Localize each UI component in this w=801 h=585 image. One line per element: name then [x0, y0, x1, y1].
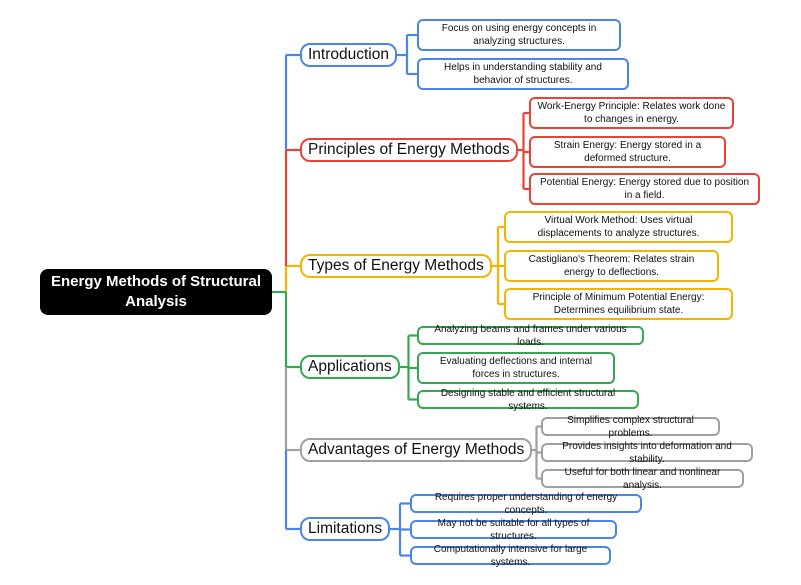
leaf-node[interactable]: Requires proper understanding of energy …	[410, 492, 642, 516]
leaf-node[interactable]: Evaluating deflections and internal forc…	[417, 352, 615, 384]
root-node[interactable]: Energy Methods of Structural Analysis	[40, 269, 272, 315]
leaf-node[interactable]: Designing stable and efficient structura…	[417, 388, 639, 412]
branch-introduction[interactable]: Introduction	[300, 43, 397, 67]
branch-limitations[interactable]: Limitations	[300, 517, 391, 541]
root-label: Energy Methods of Structural Analysis	[50, 273, 262, 310]
branch-applications[interactable]: Applications	[300, 355, 400, 379]
leaf-node[interactable]: Work-Energy Principle: Relates work done…	[529, 97, 734, 129]
leaf-node[interactable]: Virtual Work Method: Uses virtual displa…	[504, 211, 733, 243]
leaf-node[interactable]: May not be suitable for all types of str…	[410, 518, 617, 542]
leaf-node[interactable]: Simplifies complex structural problems.	[541, 415, 720, 439]
branch-types[interactable]: Types of Energy Methods	[300, 254, 492, 278]
leaf-node[interactable]: Computationally intensive for large syst…	[410, 544, 611, 568]
leaf-node[interactable]: Strain Energy: Energy stored in a deform…	[529, 136, 726, 168]
leaf-node[interactable]: Provides insights into deformation and s…	[541, 441, 753, 465]
leaf-node[interactable]: Principle of Minimum Potential Energy: D…	[504, 288, 733, 320]
leaf-node[interactable]: Focus on using energy concepts in analyz…	[417, 19, 621, 51]
leaf-node[interactable]: Castigliano's Theorem: Relates strain en…	[504, 250, 719, 282]
leaf-node[interactable]: Analyzing beams and frames under various…	[417, 324, 644, 348]
leaf-node[interactable]: Useful for both linear and nonlinear ana…	[541, 467, 744, 491]
leaf-node[interactable]: Helps in understanding stability and beh…	[417, 58, 629, 90]
branch-principles[interactable]: Principles of Energy Methods	[300, 138, 518, 162]
leaf-node[interactable]: Potential Energy: Energy stored due to p…	[529, 173, 760, 205]
branch-advantages[interactable]: Advantages of Energy Methods	[300, 438, 533, 462]
